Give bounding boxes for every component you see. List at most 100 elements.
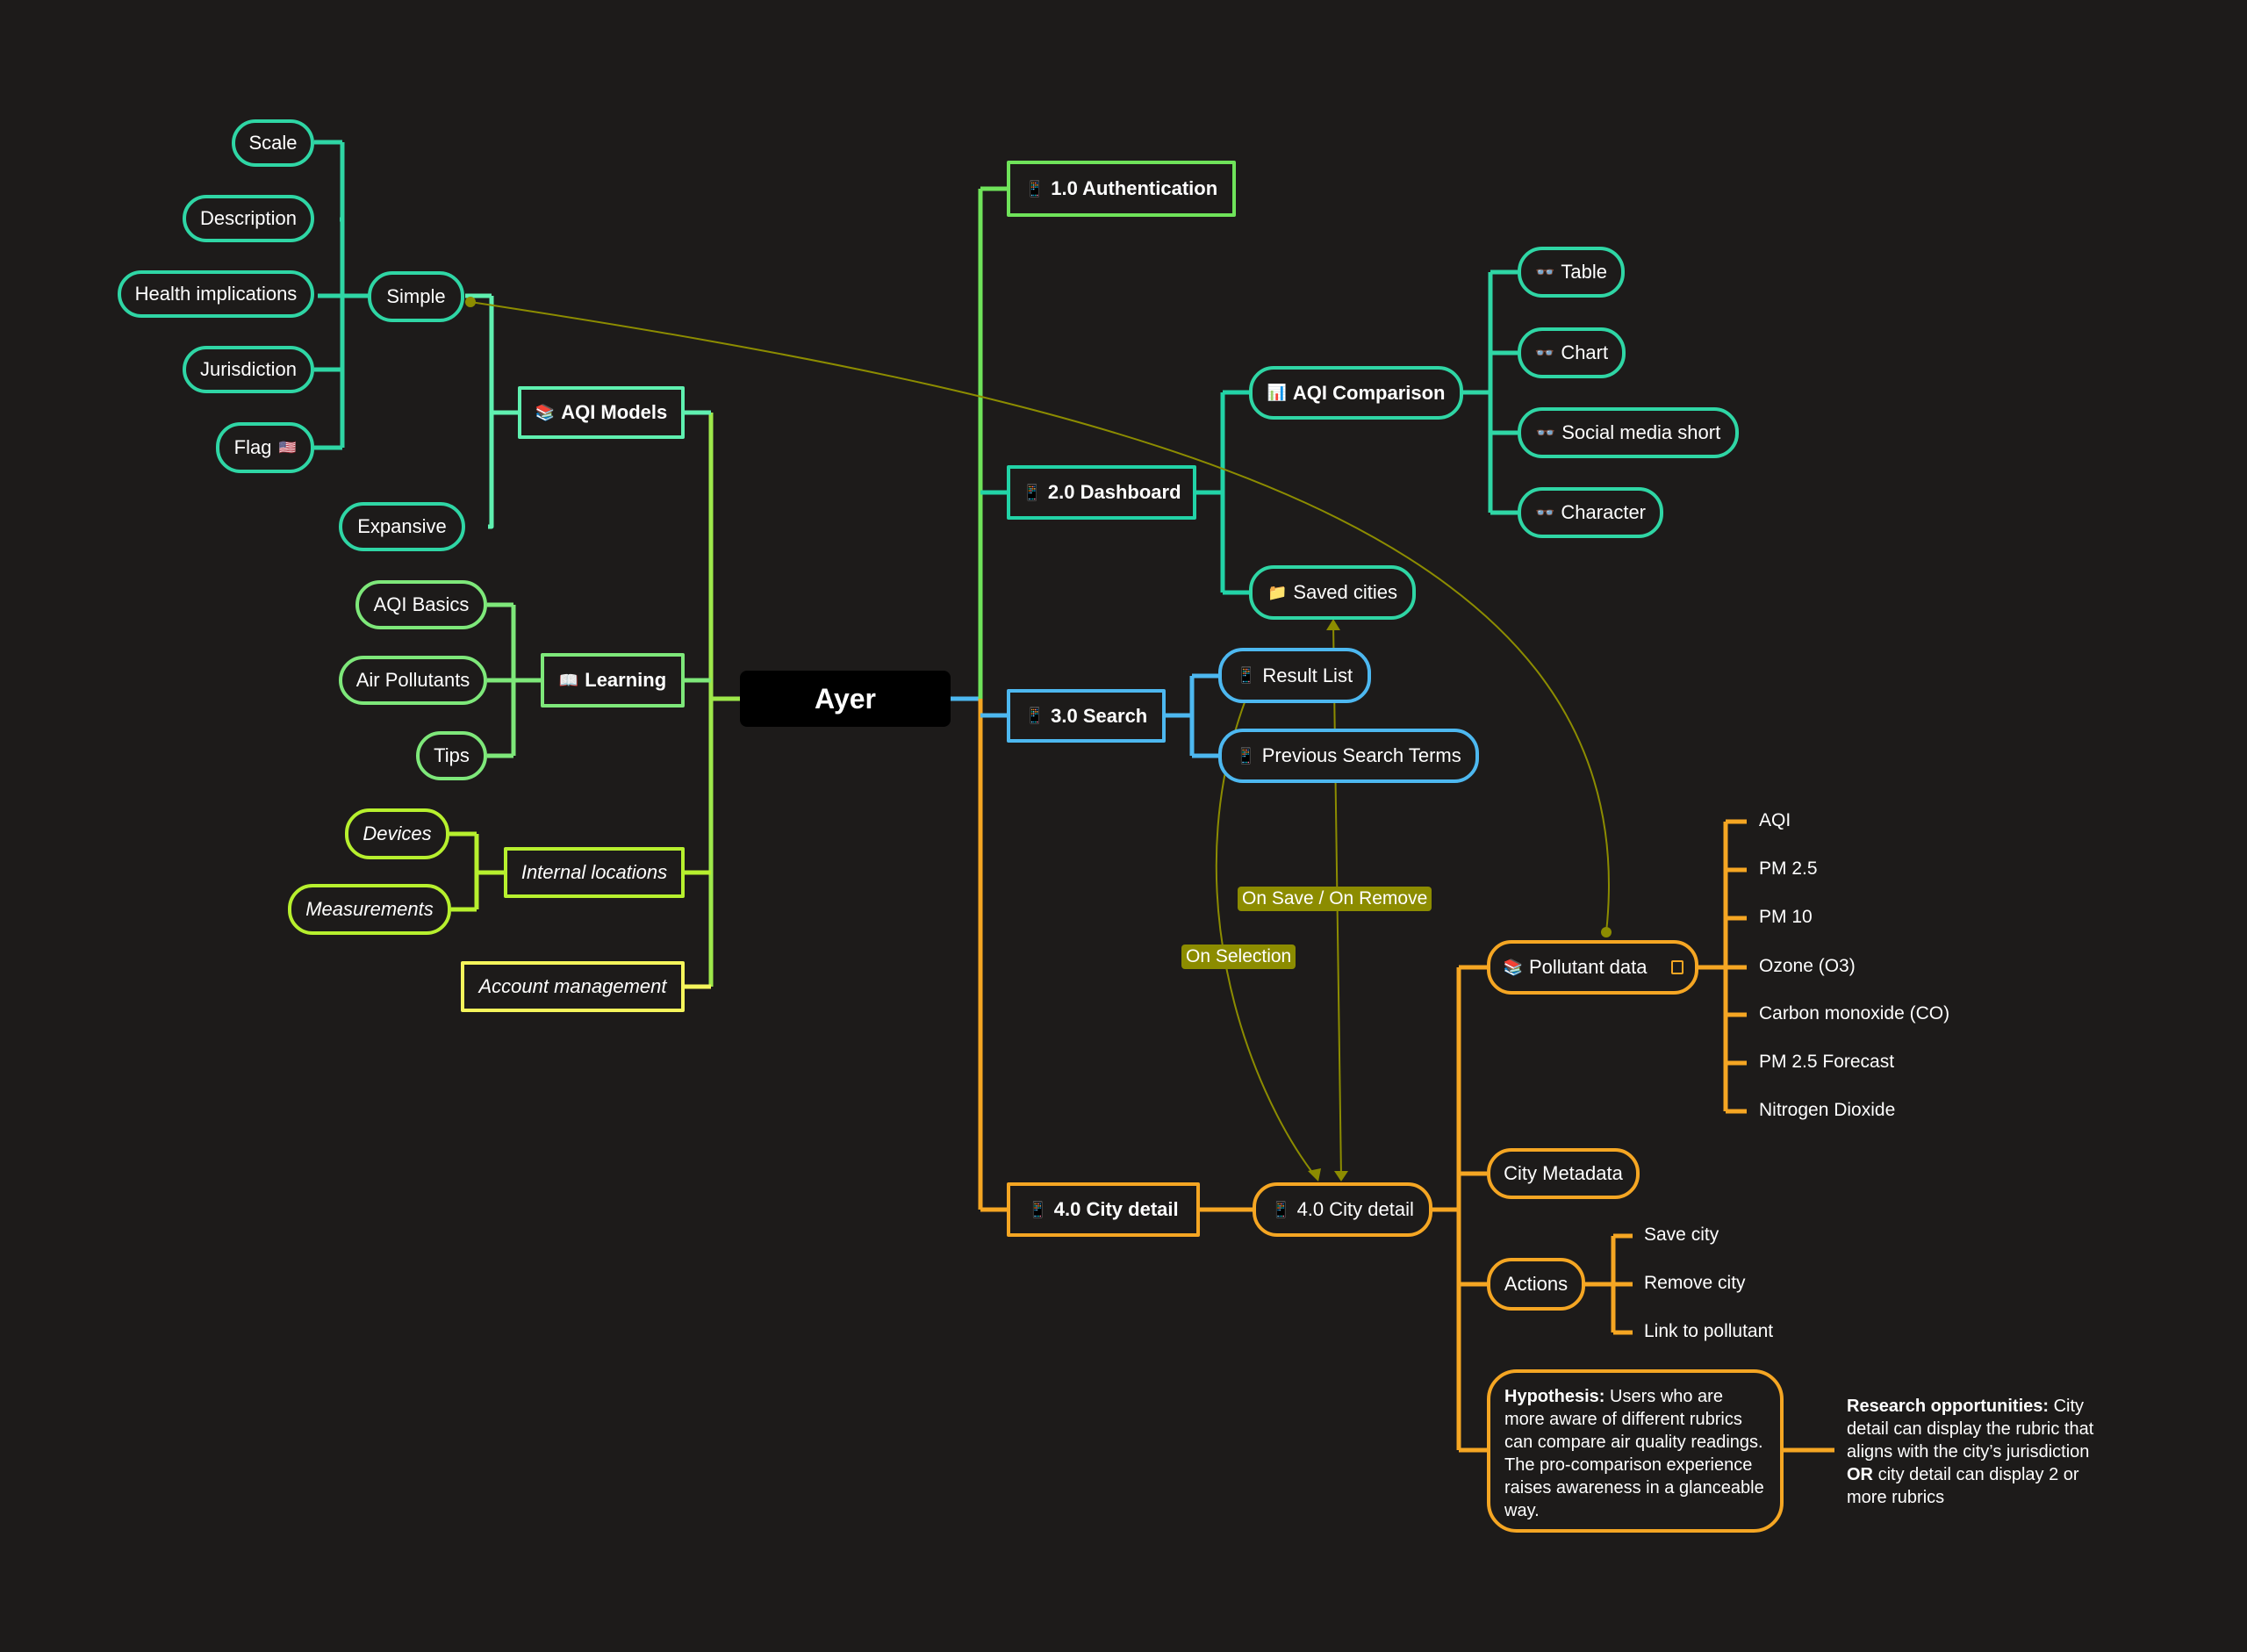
books-icon: 📚: [535, 403, 556, 421]
books-icon: 📚: [1503, 958, 1523, 976]
tips-node[interactable]: Tips: [416, 731, 487, 780]
pollutant-ozone[interactable]: Ozone (O3): [1759, 956, 1856, 976]
pollutant-no2[interactable]: Nitrogen Dioxide: [1759, 1100, 1896, 1120]
account-management-node[interactable]: Account management: [461, 961, 685, 1012]
expansive-node[interactable]: Expansive: [339, 502, 465, 551]
research-or: OR: [1847, 1465, 1873, 1484]
bar-chart-icon: 📊: [1267, 384, 1287, 401]
city-detail-branch-node[interactable]: 📱 4.0 City detail: [1007, 1182, 1200, 1237]
saved-cities-node[interactable]: 📁Saved cities: [1249, 565, 1416, 620]
pollutant-pm25[interactable]: PM 2.5: [1759, 858, 1818, 879]
aqi-comparison-label: AQI Comparison: [1292, 381, 1446, 404]
glasses-icon: 👓: [1535, 423, 1556, 442]
action-remove-city[interactable]: Remove city: [1644, 1273, 1746, 1293]
character-label: Character: [1561, 501, 1646, 523]
research-text-1: City detail can display the rubric that …: [1847, 1397, 2094, 1462]
pollutant-pm10[interactable]: PM 10: [1759, 907, 1813, 927]
phone-icon: 📱: [1236, 666, 1257, 684]
result-list-node[interactable]: 📱 Result List: [1218, 648, 1371, 703]
internal-locations-node[interactable]: Internal locations: [504, 847, 685, 898]
jurisdiction-node[interactable]: Jurisdiction: [183, 346, 314, 393]
chart-label: Chart: [1561, 341, 1609, 363]
internal-locations-label: Internal locations: [520, 861, 668, 883]
chart-node[interactable]: 👓 Chart: [1518, 327, 1626, 378]
glasses-icon: 👓: [1534, 503, 1555, 521]
search-node[interactable]: 📱 3.0 Search: [1007, 689, 1166, 743]
relation-on-save-remove[interactable]: On Save / On Remove: [1238, 887, 1432, 911]
dashboard-label: 2.0 Dashboard: [1047, 481, 1181, 503]
flag-node[interactable]: Flag 🇺🇸: [216, 422, 314, 473]
learning-label: Learning: [585, 669, 667, 691]
note-icon[interactable]: [1671, 960, 1683, 974]
action-link-to-pollutant[interactable]: Link to pollutant: [1644, 1321, 1774, 1341]
root-node[interactable]: Ayer: [740, 671, 951, 727]
city-detail-label: 4.0 City detail: [1296, 1198, 1414, 1220]
search-label: 3.0 Search: [1051, 704, 1148, 727]
simple-node[interactable]: Simple: [368, 271, 464, 322]
health-implications-label: Health implications: [134, 283, 298, 305]
hypothesis-note[interactable]: Hypothesis: Users who are more aware of …: [1487, 1369, 1784, 1533]
open-book-icon: 📖: [558, 671, 579, 689]
city-metadata-node[interactable]: City Metadata: [1487, 1148, 1640, 1199]
phone-icon: 📱: [1022, 483, 1042, 501]
pollutant-data-node[interactable]: 📚 Pollutant data: [1487, 940, 1698, 995]
expansive-label: Expansive: [357, 515, 447, 537]
description-node[interactable]: Description: [183, 195, 314, 242]
previous-search-terms-node[interactable]: 📱 Previous Search Terms: [1218, 729, 1479, 783]
relation-on-selection[interactable]: On Selection: [1181, 945, 1296, 969]
social-media-short-label: Social media short: [1561, 421, 1721, 443]
flag-label: Flag: [233, 436, 272, 458]
pollutant-data-label: Pollutant data: [1528, 956, 1648, 978]
actions-node[interactable]: Actions: [1487, 1258, 1585, 1311]
simple-label: Simple: [386, 285, 446, 307]
aqi-comparison-node[interactable]: 📊 AQI Comparison: [1249, 366, 1463, 420]
aqi-models-label: AQI Models: [561, 401, 668, 423]
social-media-short-node[interactable]: 👓 Social media short: [1518, 407, 1739, 458]
air-pollutants-label: Air Pollutants: [355, 669, 470, 691]
devices-label: Devices: [363, 822, 432, 844]
scale-label: Scale: [248, 132, 298, 154]
phone-icon: 📱: [1271, 1200, 1291, 1218]
measurements-label: Measurements: [305, 898, 434, 920]
result-list-label: Result List: [1262, 664, 1353, 686]
folder-icon: 📁: [1267, 583, 1288, 601]
measurements-node[interactable]: Measurements: [288, 884, 451, 935]
learning-node[interactable]: 📖 Learning: [541, 653, 685, 707]
aqi-basics-label: AQI Basics: [373, 593, 470, 615]
action-save-city[interactable]: Save city: [1644, 1225, 1719, 1245]
authentication-node[interactable]: 📱 1.0 Authentication: [1007, 161, 1236, 217]
air-pollutants-node[interactable]: Air Pollutants: [339, 656, 487, 705]
hypothesis-label: Hypothesis:: [1504, 1387, 1605, 1406]
root-label: Ayer: [815, 682, 876, 715]
city-detail-node[interactable]: 📱 4.0 City detail: [1253, 1182, 1432, 1237]
phone-icon: 📱: [1028, 1200, 1048, 1218]
table-node[interactable]: 👓 Table: [1518, 247, 1625, 298]
aqi-basics-node[interactable]: AQI Basics: [355, 580, 487, 629]
us-flag-icon: 🇺🇸: [278, 441, 297, 456]
research-text-2: city detail can display 2 or more rubric…: [1847, 1465, 2079, 1507]
phone-icon: 📱: [1024, 707, 1045, 724]
pollutant-co[interactable]: Carbon monoxide (CO): [1759, 1003, 1950, 1024]
glasses-icon: 👓: [1534, 262, 1555, 281]
dashboard-node[interactable]: 📱 2.0 Dashboard: [1007, 465, 1196, 520]
city-metadata-label: City Metadata: [1504, 1162, 1623, 1184]
description-label: Description: [199, 207, 298, 229]
aqi-models-node[interactable]: 📚 AQI Models: [518, 386, 685, 439]
devices-node[interactable]: Devices: [345, 808, 449, 859]
scale-node[interactable]: Scale: [232, 119, 314, 167]
glasses-icon: 👓: [1534, 343, 1555, 362]
pollutant-pm25-forecast[interactable]: PM 2.5 Forecast: [1759, 1052, 1895, 1072]
previous-search-terms-label: Previous Search Terms: [1261, 744, 1461, 766]
city-detail-branch-label: 4.0 City detail: [1053, 1198, 1179, 1220]
character-node[interactable]: 👓 Character: [1518, 487, 1663, 538]
tips-label: Tips: [434, 744, 470, 766]
pollutant-aqi[interactable]: AQI: [1759, 810, 1791, 830]
authentication-label: 1.0 Authentication: [1051, 177, 1218, 199]
health-implications-node[interactable]: Health implications: [118, 270, 314, 318]
research-opportunities-text[interactable]: Research opportunities: City detail can …: [1847, 1395, 2119, 1509]
phone-icon: 📱: [1024, 179, 1045, 198]
table-label: Table: [1561, 261, 1607, 283]
actions-label: Actions: [1504, 1273, 1569, 1295]
phone-icon: 📱: [1236, 746, 1256, 765]
